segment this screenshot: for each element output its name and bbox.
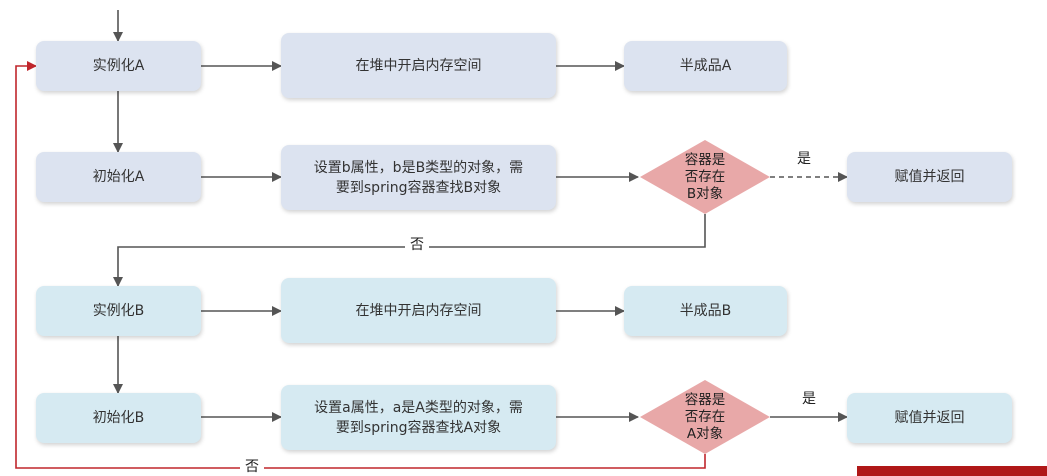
- half-a-label: 半成品A: [679, 58, 732, 74]
- set-a-attr-line2: 要到spring容器查找A对象: [335, 419, 502, 436]
- no-label-a: 否: [405, 236, 429, 254]
- heap-a-label: 在堆中开启内存空间: [355, 57, 482, 74]
- init-a-label: 初始化A: [92, 169, 145, 185]
- half-b-label: 半成品B: [679, 303, 732, 319]
- loop-back-arrow: [15, 61, 706, 469]
- instantiate-b-label: 实例化B: [92, 303, 145, 319]
- result-b-label: 赋值并返回: [894, 410, 965, 426]
- decision-a-line1: 容器是: [684, 152, 726, 168]
- heap-b-label: 在堆中开启内存空间: [355, 302, 482, 319]
- set-a-attr-line1: 设置a属性，a是A类型的对象，需: [314, 399, 523, 416]
- heap-a-box: 在堆中开启内存空间: [281, 33, 556, 98]
- init-b-label: 初始化B: [92, 410, 145, 426]
- set-b-attr-line2: 要到spring容器查找B对象: [335, 179, 502, 196]
- half-a-box: 半成品A: [624, 41, 787, 91]
- decision-b-line3: A对象: [686, 426, 724, 442]
- decision-b-line2: 否存在: [684, 409, 726, 425]
- no-label-b: 否: [240, 458, 264, 476]
- decision-a-line2: 否存在: [684, 169, 726, 185]
- init-b-box: 初始化B: [36, 393, 201, 443]
- result-a-box: 赋值并返回: [847, 152, 1012, 202]
- result-a-label: 赋值并返回: [894, 169, 965, 185]
- decision-b-line1: 容器是: [684, 392, 726, 408]
- yes-label-b: 是: [797, 390, 821, 408]
- set-b-attr-box: 设置b属性，b是B类型的对象，需 要到spring容器查找B对象: [281, 145, 556, 210]
- heap-b-box: 在堆中开启内存空间: [281, 278, 556, 343]
- set-a-attr-box: 设置a属性，a是A类型的对象，需 要到spring容器查找A对象: [281, 385, 556, 450]
- decision-b-text: 容器是 否存在 A对象: [665, 392, 745, 443]
- decision-diamond-b: [640, 380, 770, 454]
- instantiate-a-label: 实例化A: [92, 58, 145, 74]
- set-b-attr-line1: 设置b属性，b是B类型的对象，需: [313, 159, 524, 176]
- corner-banner: [857, 466, 1047, 476]
- instantiate-a-box: 实例化A: [36, 41, 201, 91]
- decision-a-line3: B对象: [686, 186, 724, 202]
- decision-a-text: 容器是 否存在 B对象: [665, 152, 745, 203]
- instantiate-b-box: 实例化B: [36, 286, 201, 336]
- init-a-box: 初始化A: [36, 152, 201, 202]
- result-b-box: 赋值并返回: [847, 393, 1012, 443]
- half-b-box: 半成品B: [624, 286, 787, 336]
- decision-diamond-a: [640, 140, 770, 214]
- yes-label-a: 是: [792, 150, 816, 168]
